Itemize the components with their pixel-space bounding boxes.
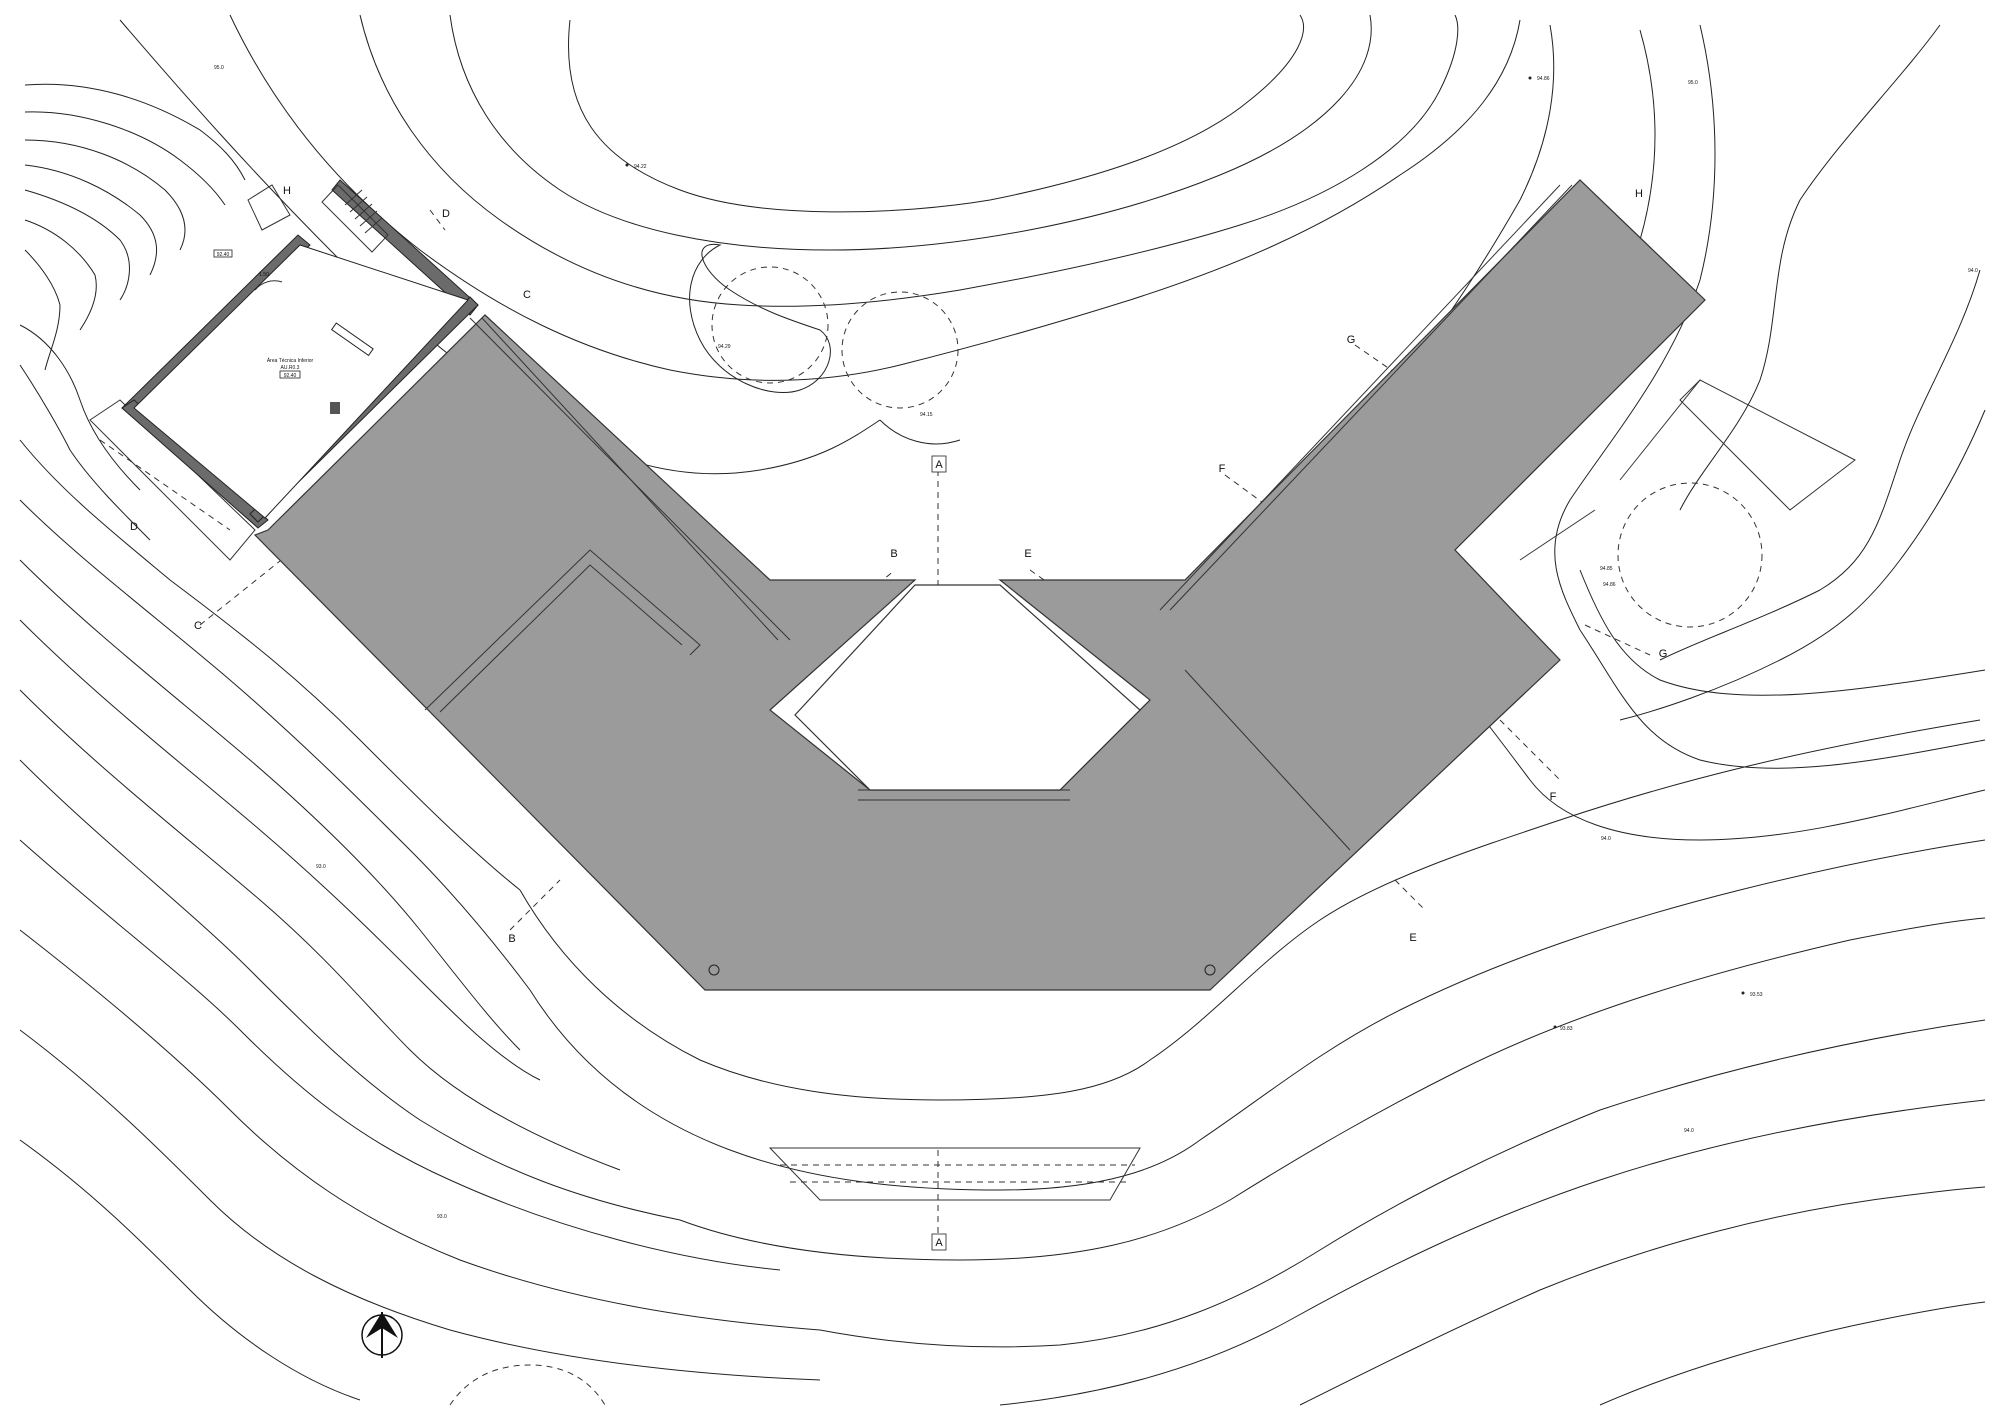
spot-level: 94.29 bbox=[718, 344, 731, 350]
spot-level: 94.86 bbox=[1603, 582, 1616, 588]
section-marker-b: B bbox=[508, 933, 515, 945]
section-marker-g: G bbox=[1659, 648, 1668, 660]
section-marker-a: A bbox=[935, 1237, 943, 1249]
spot-level: 94.86 bbox=[1537, 76, 1550, 82]
contour-label: 93.0 bbox=[437, 1214, 447, 1220]
room-name: Área Técnica Inferior bbox=[267, 357, 314, 364]
section-marker-d: D bbox=[442, 208, 450, 220]
stair bbox=[321, 184, 389, 253]
building-roof bbox=[253, 179, 1706, 991]
tree-canopy bbox=[711, 266, 829, 384]
room-label-group: Área Técnica Inferior AU.R0.3 92.40 92.4… bbox=[213, 249, 314, 379]
tree-canopy bbox=[1617, 482, 1763, 628]
section-marker-f: F bbox=[1219, 463, 1226, 475]
north-arrow-icon bbox=[361, 1312, 403, 1358]
column-marker bbox=[708, 964, 720, 976]
section-marker-d: D bbox=[130, 521, 138, 533]
section-marker-e: E bbox=[1024, 548, 1031, 560]
tree-canopy bbox=[449, 1364, 606, 1406]
contour-label: 94.0 bbox=[1684, 1128, 1694, 1134]
room-code: AU.R0.3 bbox=[281, 365, 300, 371]
section-markers: A A B B C C D D E E F F G G H H bbox=[130, 185, 1668, 1251]
contour-label: 94.0 bbox=[1968, 268, 1978, 274]
section-marker-h: H bbox=[1635, 188, 1643, 200]
section-marker-c: C bbox=[523, 289, 531, 301]
section-marker-c: C bbox=[194, 620, 202, 632]
spot-level: 93.53 bbox=[1750, 992, 1763, 998]
contour-label: 95.0 bbox=[1688, 80, 1698, 86]
small-tag: 1.50 bbox=[259, 272, 269, 278]
spot-level: 94.85 bbox=[1600, 566, 1613, 572]
tree-canopy bbox=[841, 291, 959, 409]
room-level: 92.40 bbox=[284, 373, 297, 379]
section-marker-a: A bbox=[935, 459, 943, 471]
spot-level: 94.22 bbox=[634, 164, 647, 170]
column-marker bbox=[1204, 964, 1216, 976]
spot-levels: 94.22 94.86 94.29 94.15 94.85 94.86 93.8… bbox=[625, 76, 1763, 1032]
contour-label: 94.0 bbox=[1601, 836, 1611, 842]
section-marker-b: B bbox=[890, 548, 897, 560]
technical-room bbox=[121, 179, 479, 529]
contour-label: 95.0 bbox=[214, 65, 224, 71]
small-tag: 92.40 bbox=[217, 252, 230, 258]
spot-level: 94.15 bbox=[920, 412, 933, 418]
section-marker-f: F bbox=[1550, 791, 1557, 803]
contour-label: 93.0 bbox=[316, 864, 326, 870]
section-marker-h: H bbox=[283, 185, 291, 197]
section-marker-e: E bbox=[1409, 932, 1416, 944]
spot-level: 93.83 bbox=[1560, 1026, 1573, 1032]
terrace-outline bbox=[89, 379, 1856, 1201]
section-marker-g: G bbox=[1347, 334, 1356, 346]
terrain-contours bbox=[19, 14, 1986, 1406]
contour-labels: 95.0 95.0 94.0 94.0 93.0 93.0 94.0 bbox=[214, 65, 1978, 1220]
